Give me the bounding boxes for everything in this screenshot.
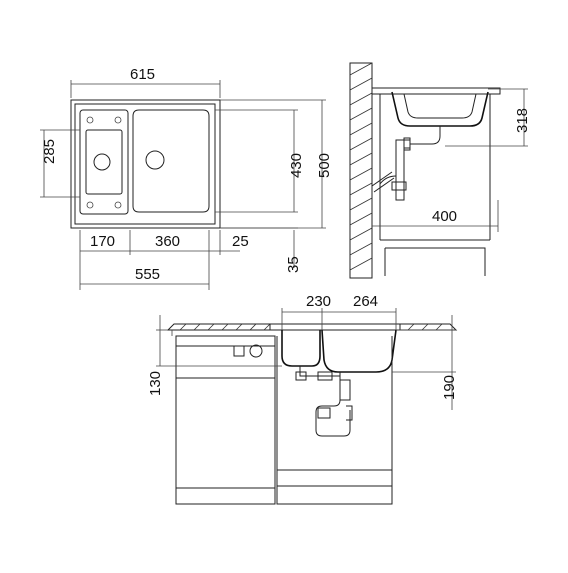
dim-front-main-bowl: 264 [353, 293, 378, 310]
dim-overall-width: 615 [130, 66, 155, 83]
side-countertop [371, 87, 501, 95]
sink-top-outline [70, 99, 221, 229]
right-cabinet [276, 336, 393, 505]
valve [233, 345, 245, 357]
main-bowl-top [132, 109, 210, 213]
small-bowl-top [79, 109, 129, 215]
dim-side-height: 318 [514, 108, 531, 133]
valve-knob [249, 344, 263, 358]
side-view: 318 400 [349, 62, 531, 279]
dim-bottom-offset: 35 [285, 256, 302, 273]
dim-front-small-depth: 130 [147, 371, 164, 396]
dim-main-bowl-width: 360 [155, 233, 180, 250]
front-main-bowl [321, 329, 397, 373]
wall-hatch [349, 62, 373, 271]
overflow-pipe [299, 366, 340, 377]
siphon-trap [315, 372, 351, 437]
dim-left-depth: 285 [41, 139, 58, 164]
sink-top-inner-rim [74, 103, 216, 225]
wall [349, 62, 373, 279]
countertop-hatch [179, 323, 443, 331]
small-bowl-basin [85, 129, 123, 195]
side-sink-bowl [391, 91, 489, 127]
side-plinth [384, 247, 486, 276]
dim-bowls-total: 555 [135, 266, 160, 283]
left-cabinet [175, 335, 276, 505]
front-small-bowl [281, 330, 321, 367]
dim-front-small-bowl: 230 [306, 293, 331, 310]
main-bowl-drain [145, 150, 165, 170]
front-sink-rim [269, 323, 401, 331]
dim-small-bowl-width: 170 [90, 233, 115, 250]
dim-right-offset: 25 [232, 233, 249, 250]
dim-overall-depth: 500 [316, 153, 333, 178]
top-view: 615 285 430 500 170 360 25 35 555 [40, 66, 333, 290]
dim-front-main-depth: 190 [441, 375, 458, 400]
dim-side-offset: 400 [432, 208, 457, 225]
front-view: 230 264 130 190 [147, 293, 458, 505]
small-bowl-drain [93, 153, 111, 171]
dim-inner-depth: 430 [288, 153, 305, 178]
